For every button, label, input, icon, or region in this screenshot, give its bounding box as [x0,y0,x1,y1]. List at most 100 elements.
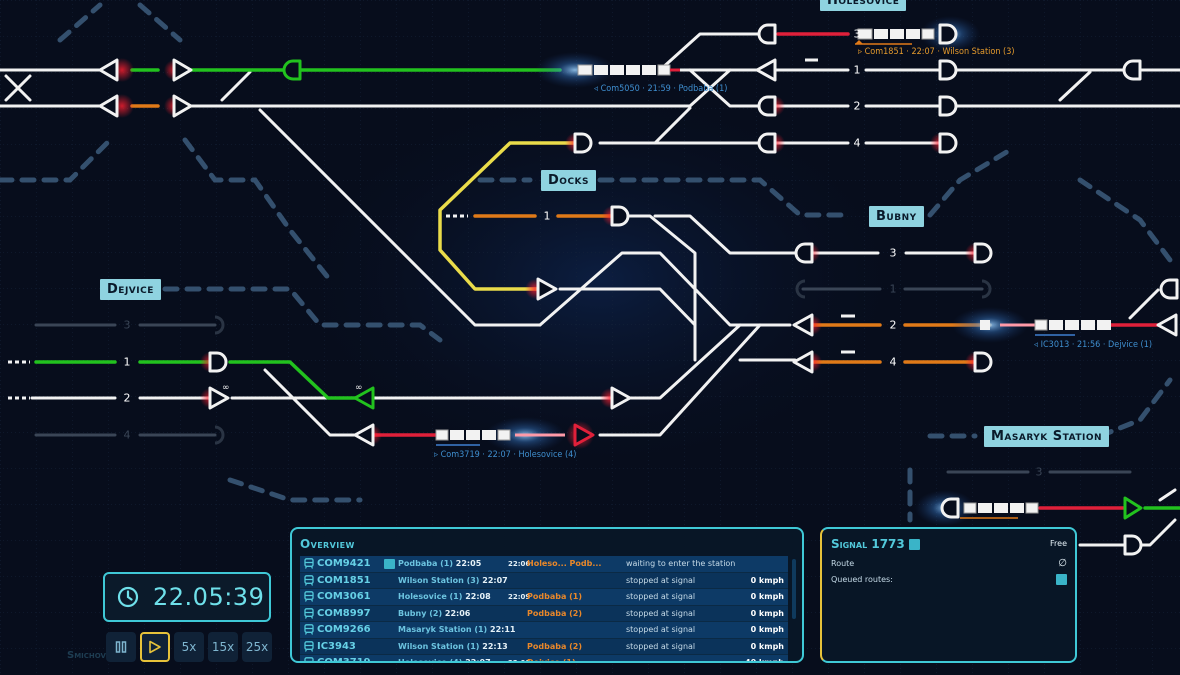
track-number: 1 [123,355,131,369]
signal-d[interactable] [938,59,958,81]
signal-d[interactable] [794,242,814,264]
train-status: stopped at signal [626,592,696,602]
train-com3719[interactable] [435,429,511,446]
track-number: 4 [889,355,897,369]
signal-d[interactable] [610,205,630,227]
train-com1851[interactable] [855,28,935,45]
signal-d[interactable] [573,132,593,154]
trains[interactable] [435,28,1111,519]
train-speed: 0 kmph [750,641,784,651]
train-id[interactable]: COM1851 [317,574,371,586]
signal-left[interactable] [1156,313,1178,337]
signal-d[interactable] [938,132,958,154]
signal-right[interactable] [208,386,230,410]
signal-d[interactable] [208,351,228,373]
train-id[interactable]: COM9421 [317,558,371,570]
train-label-com3719: ▹ Com3719 · 22:07 · Holesovice (4) [434,450,577,460]
train-icon [304,591,314,603]
signal-d[interactable] [757,23,777,45]
signal-d[interactable] [938,95,958,117]
speed-15x-button[interactable]: 15x [208,632,238,662]
svg-text:∞: ∞ [355,383,363,393]
route-yellow [438,141,580,291]
signal-left[interactable] [792,313,814,337]
train-id[interactable]: COM8997 [317,607,371,619]
signal-right[interactable] [172,58,193,82]
train-speed: 0 kmph [750,608,784,618]
station-name: Wilson Station (1) [398,641,480,651]
train-id[interactable]: COM9266 [317,624,371,636]
overview-scrollbar[interactable] [792,559,796,619]
signals-green[interactable] [282,59,1143,520]
overview-row[interactable]: COM1851 Wilson Station (3) 22:07 stopped a… [300,572,788,589]
signal-left[interactable] [792,350,814,374]
signal-left-green[interactable] [353,386,375,410]
signal-left[interactable] [98,94,119,118]
station-label-smichov: Smichov [67,650,106,661]
signal-left[interactable] [353,423,375,447]
train-id[interactable]: COM3719 [317,657,371,663]
signal-d[interactable] [973,351,993,373]
signal-left[interactable] [98,58,119,82]
signal-d[interactable] [757,95,777,117]
current-station: Wilson Station (3) 22:07 [398,576,508,585]
train-label-com5050: ◃ Com5050 · 21:59 · Podbaba (1) [594,84,728,94]
signals[interactable] [98,23,1179,556]
signal-right[interactable] [172,94,193,118]
inactive-tracks [34,287,1132,474]
station-name: Bubny (2) [398,608,443,618]
svg-text:∞: ∞ [222,383,230,393]
edit-queued-routes-icon[interactable] [1056,574,1067,585]
arrival-time: 22:05 [455,559,482,569]
train-masaryk[interactable] [960,502,1039,519]
train-trails [515,323,1035,437]
speed-25x-button[interactable]: 25x [242,632,272,662]
signal-d[interactable] [757,132,777,154]
train-status: stopped at signal [626,575,696,585]
enter-station-icon[interactable] [384,558,395,569]
pause-button[interactable] [106,632,136,662]
signal-right[interactable] [610,386,632,410]
train-com5050[interactable] [577,64,680,76]
train-label-ic3013: ◃ IC3013 · 21:56 · Dejvice (1) [1034,340,1153,350]
signal-d[interactable] [1123,534,1143,556]
signal-d[interactable] [973,242,993,264]
signal-d[interactable] [938,23,958,45]
arrival-time: 22:07 [482,575,508,585]
train-id[interactable]: COM3061 [317,591,371,603]
train-icon [304,558,314,570]
train-id[interactable]: IC3943 [317,640,356,652]
signal-left[interactable] [755,58,777,82]
play-button[interactable] [140,632,170,662]
train-icon [304,640,314,652]
edit-icon[interactable] [908,538,920,550]
station-label-holesovice: Holesovice [820,0,907,11]
track-number: 2 [889,318,897,332]
signal-d-green[interactable] [282,59,302,81]
track-number: 4 [853,136,861,150]
train-icon [304,657,314,661]
signal-state: Free [1050,539,1067,548]
signal-right-green[interactable] [1123,496,1143,520]
queued-routes-label: Queued routes: [831,575,893,584]
train-ic3013[interactable] [980,319,1111,336]
current-station: Holesovice (1) 22:08 [398,592,491,601]
signal-d[interactable] [1159,278,1179,300]
signal-d[interactable] [940,497,960,519]
track-number: 3 [889,246,897,260]
speed-5x-button[interactable]: 5x [174,632,204,662]
signal-right-red[interactable] [573,423,595,447]
destination: Podbaba (1) [527,592,582,602]
signal-d[interactable] [1122,59,1142,81]
signal-right[interactable] [536,277,558,301]
clock-time: 22.05:39 [153,583,265,611]
